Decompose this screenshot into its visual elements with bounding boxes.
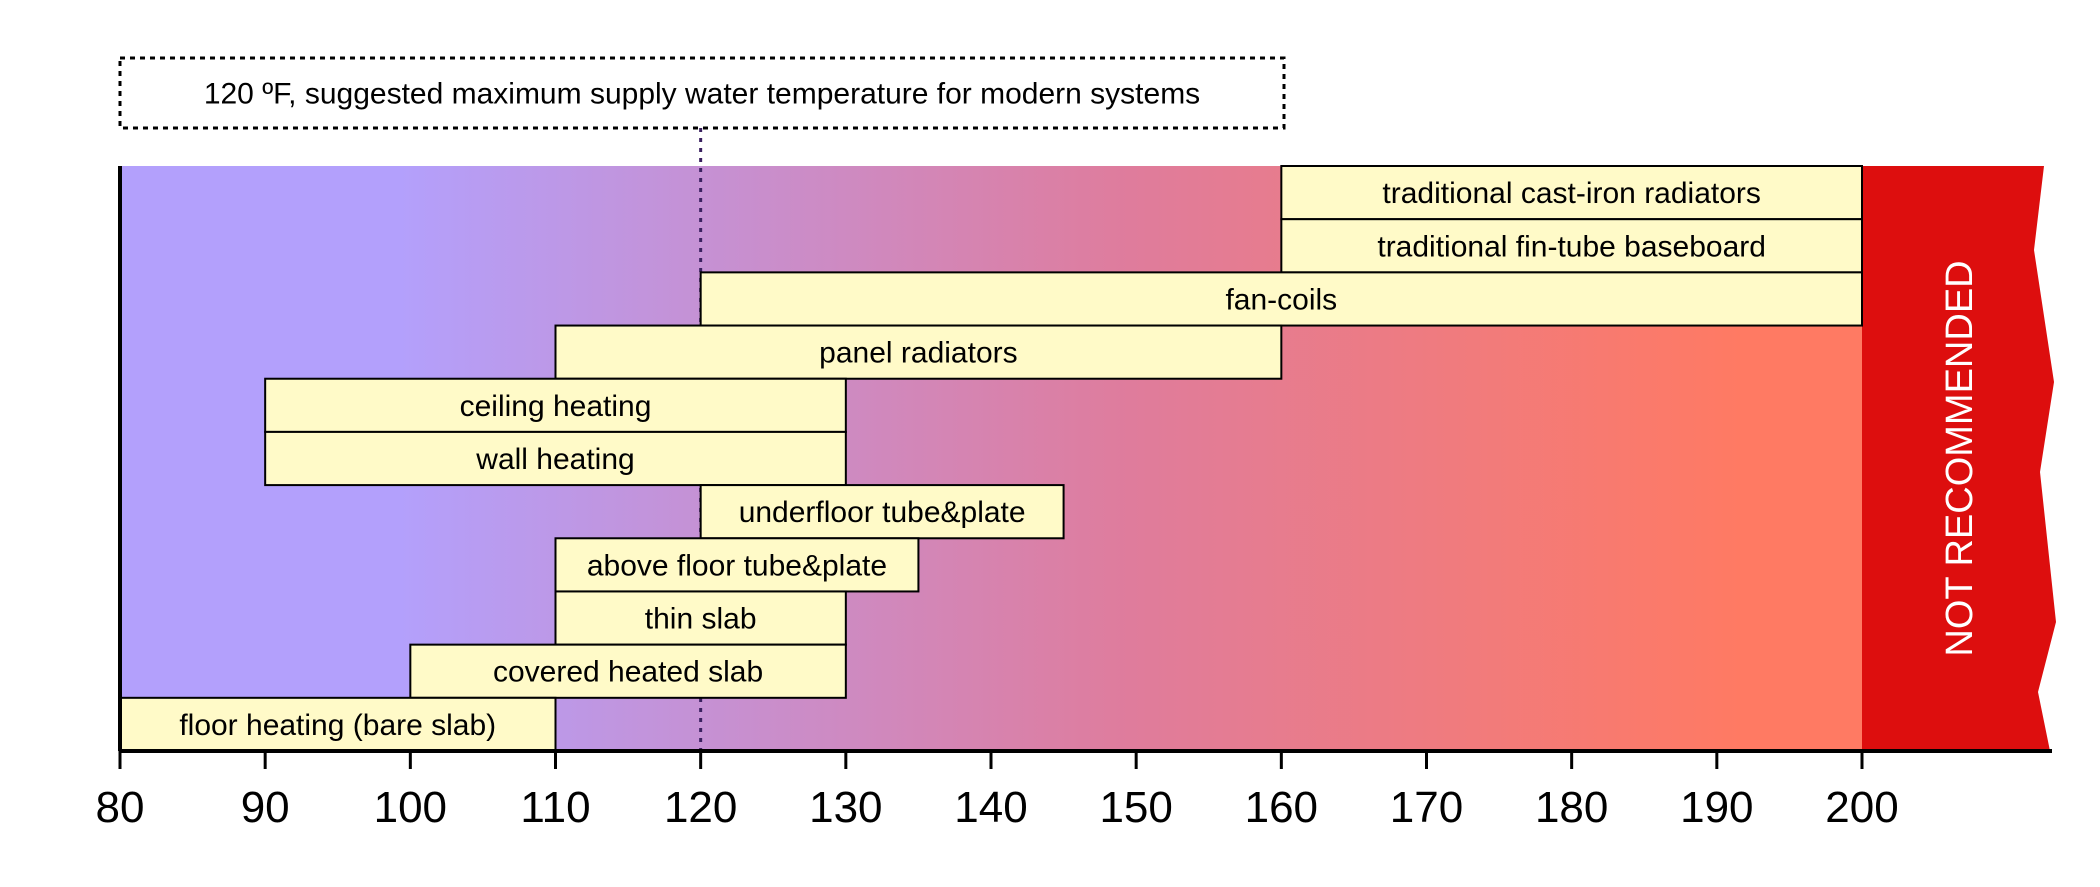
bar-label-underfloor-tube-plate: underfloor tube&plate xyxy=(739,496,1026,529)
x-tick-label: 130 xyxy=(809,783,882,832)
bar-label-floor-heating-bare-slab: floor heating (bare slab) xyxy=(179,709,496,742)
x-tick-label: 140 xyxy=(954,783,1027,832)
not-recommended-label: NOT RECOMMENDED xyxy=(1939,260,1981,656)
bar-label-thin-slab: thin slab xyxy=(645,603,757,636)
bar-panel-radiators xyxy=(554,324,1283,380)
x-tick-label: 120 xyxy=(664,783,737,832)
bar-traditional-fin-tube-baseboard xyxy=(1280,218,1864,274)
x-tick-label: 100 xyxy=(374,783,447,832)
bar-label-above-floor-tube-plate: above floor tube&plate xyxy=(587,549,887,582)
x-tick-label: 110 xyxy=(520,783,590,832)
bar-above-floor-tube-plate xyxy=(554,537,920,593)
x-tick-label: 200 xyxy=(1825,783,1898,832)
not-recommended-region xyxy=(1862,166,2056,751)
x-tick-label: 150 xyxy=(1099,783,1172,832)
bar-label-wall-heating: wall heating xyxy=(475,443,634,476)
bar-label-panel-radiators: panel radiators xyxy=(819,337,1017,370)
bar-label-traditional-fin-tube-baseboard: traditional fin-tube baseboard xyxy=(1377,230,1766,263)
x-tick-label: 90 xyxy=(241,783,290,832)
bar-label-fan-coils: fan-coils xyxy=(1225,283,1337,316)
reference-annotation-text: 120 ºF, suggested maximum supply water t… xyxy=(204,78,1200,111)
bar-traditional-cast-iron-radiators xyxy=(1280,165,1864,221)
x-axis-ticks: 80 90 100 110 120 130 140 150 160 170 180 190 200 xyxy=(96,751,1899,832)
x-tick-label: 180 xyxy=(1535,783,1608,832)
bar-underfloor-tube-plate xyxy=(699,484,1065,540)
bar-covered-heated-slab xyxy=(409,643,847,699)
reference-annotation-box xyxy=(118,56,1286,130)
bar-label-traditional-cast-iron-radiators: traditional cast-iron radiators xyxy=(1382,177,1761,210)
x-tick-label: 190 xyxy=(1680,783,1753,832)
bar-wall-heating xyxy=(264,430,847,487)
x-tick-label: 80 xyxy=(96,783,145,832)
bar-label-covered-heated-slab: covered heated slab xyxy=(493,656,763,689)
x-tick-label: 170 xyxy=(1390,783,1463,832)
bar-label-ceiling-heating: ceiling heating xyxy=(460,390,652,423)
bar-fan-coils xyxy=(699,271,1864,327)
bar-floor-heating-bare-slab xyxy=(119,696,557,752)
bars: traditional cast-iron radiators tradition… xyxy=(119,165,1864,752)
x-tick-label: 160 xyxy=(1245,783,1318,832)
